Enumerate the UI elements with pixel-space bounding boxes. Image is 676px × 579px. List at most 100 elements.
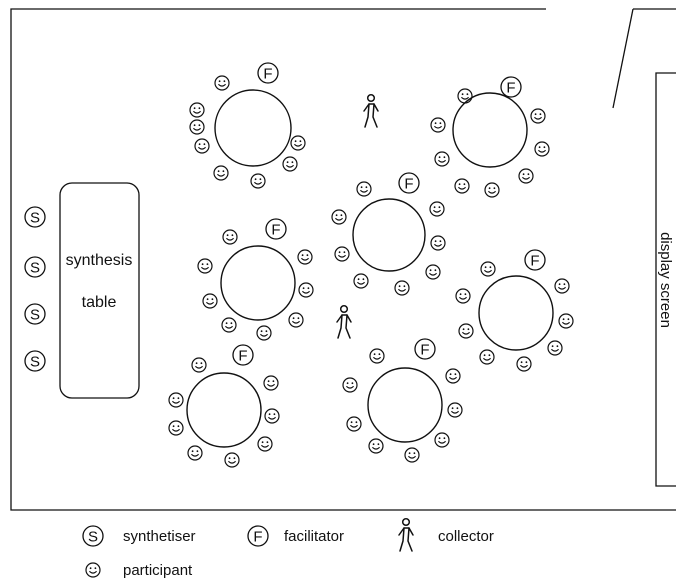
participant-icon: [214, 75, 230, 91]
svg-text:S: S: [30, 307, 40, 324]
collector-icon: [363, 93, 379, 128]
synthesisers: S S S S: [24, 206, 46, 372]
participant-icon: [368, 438, 384, 454]
participant-icon: [264, 408, 280, 424]
participant-icon: [297, 249, 313, 265]
participant-icon: [288, 312, 304, 328]
svg-text:F: F: [271, 222, 280, 239]
participant-icon: [518, 168, 534, 184]
participant-icon: [298, 282, 314, 298]
participant-icon: [479, 349, 495, 365]
synthesiser-icon: S: [24, 256, 46, 278]
synthesis-table-label-line1: synthesis: [66, 252, 133, 269]
participant-icon: [85, 562, 101, 578]
participant-icon: [221, 317, 237, 333]
synthesiser-icon: S: [24, 303, 46, 325]
participant-icon: [263, 375, 279, 391]
participant-icon: [187, 445, 203, 461]
participant-icon: [404, 447, 420, 463]
synthesiser-icon: S: [24, 206, 46, 228]
legend-facilitator-label: facilitator: [284, 528, 344, 545]
round-table-group: F: [430, 76, 550, 198]
svg-text:S: S: [30, 260, 40, 277]
legend-collector-label: collector: [438, 528, 494, 545]
legend: S synthetiser F facilitator collector pa…: [82, 517, 494, 579]
participant-icon: [213, 165, 229, 181]
participant-icon: [558, 313, 574, 329]
display-screen: display screen: [655, 72, 676, 487]
participant-icon: [429, 201, 445, 217]
svg-text:F: F: [253, 529, 262, 546]
participant-icon: [191, 357, 207, 373]
participant-icon: [430, 117, 446, 133]
participant-icon: [353, 273, 369, 289]
round-table-group: F: [168, 344, 280, 468]
participant-icon: [356, 181, 372, 197]
legend-participant-label: participant: [123, 562, 193, 579]
participant-icon: [346, 416, 362, 432]
participant-icon: [434, 432, 450, 448]
circled-f-icon: F: [247, 525, 269, 547]
svg-text:F: F: [238, 348, 247, 365]
participant-icon: [194, 138, 210, 154]
participant-icon: [256, 325, 272, 341]
display-screen-label: display screen: [657, 232, 674, 328]
participant-icon: [425, 264, 441, 280]
participant-icon: [369, 348, 385, 364]
participant-icon: [257, 436, 273, 452]
walking-person-icon: [398, 517, 414, 552]
svg-text:F: F: [404, 176, 413, 193]
participant-icon: [547, 340, 563, 356]
svg-text:S: S: [88, 529, 98, 546]
participant-icon: [394, 280, 410, 296]
participant-icon: [197, 258, 213, 274]
legend-facilitator-icon: F: [247, 525, 269, 547]
collector-icon: [336, 304, 352, 339]
participant-icon: [457, 88, 473, 104]
round-table-group: F: [189, 62, 306, 189]
participant-icon: [455, 288, 471, 304]
facilitator-icon: F: [257, 62, 279, 84]
participant-icon: [202, 293, 218, 309]
round-table: [186, 372, 262, 448]
circled-s-icon: S: [82, 525, 104, 547]
room-walls: [10, 8, 676, 511]
round-table-group: F: [197, 218, 314, 341]
legend-synthesiser-label: synthetiser: [123, 528, 196, 545]
svg-text:F: F: [506, 80, 515, 97]
svg-text:F: F: [263, 66, 272, 83]
participant-icon: [282, 156, 298, 172]
collectors: [336, 93, 379, 339]
participant-icon: [534, 141, 550, 157]
participant-icon: [250, 173, 266, 189]
participant-icon: [447, 402, 463, 418]
facilitator-icon: F: [414, 338, 436, 360]
participant-icon: [224, 452, 240, 468]
facilitator-icon: F: [232, 344, 254, 366]
synthesis-table-label-line2: table: [82, 294, 117, 311]
round-table-group: F: [342, 338, 463, 463]
participant-icon: [434, 151, 450, 167]
svg-text:S: S: [30, 354, 40, 371]
participant-icon: [454, 178, 470, 194]
participant-icon: [445, 368, 461, 384]
facilitator-icon: F: [500, 76, 522, 98]
facilitator-icon: F: [398, 172, 420, 194]
synthesiser-icon: S: [24, 350, 46, 372]
svg-text:S: S: [30, 210, 40, 227]
participant-icon: [222, 229, 238, 245]
round-table: [478, 275, 554, 351]
round-table: [352, 198, 426, 272]
round-table: [214, 89, 292, 167]
svg-text:F: F: [420, 342, 429, 359]
facilitator-icon: F: [265, 218, 287, 240]
round-table: [367, 367, 443, 443]
participant-icon: [430, 235, 446, 251]
participant-icon: [516, 356, 532, 372]
round-table: [220, 245, 296, 321]
participant-icon: [290, 135, 306, 151]
participant-icon: [334, 246, 350, 262]
participant-icon: [480, 261, 496, 277]
